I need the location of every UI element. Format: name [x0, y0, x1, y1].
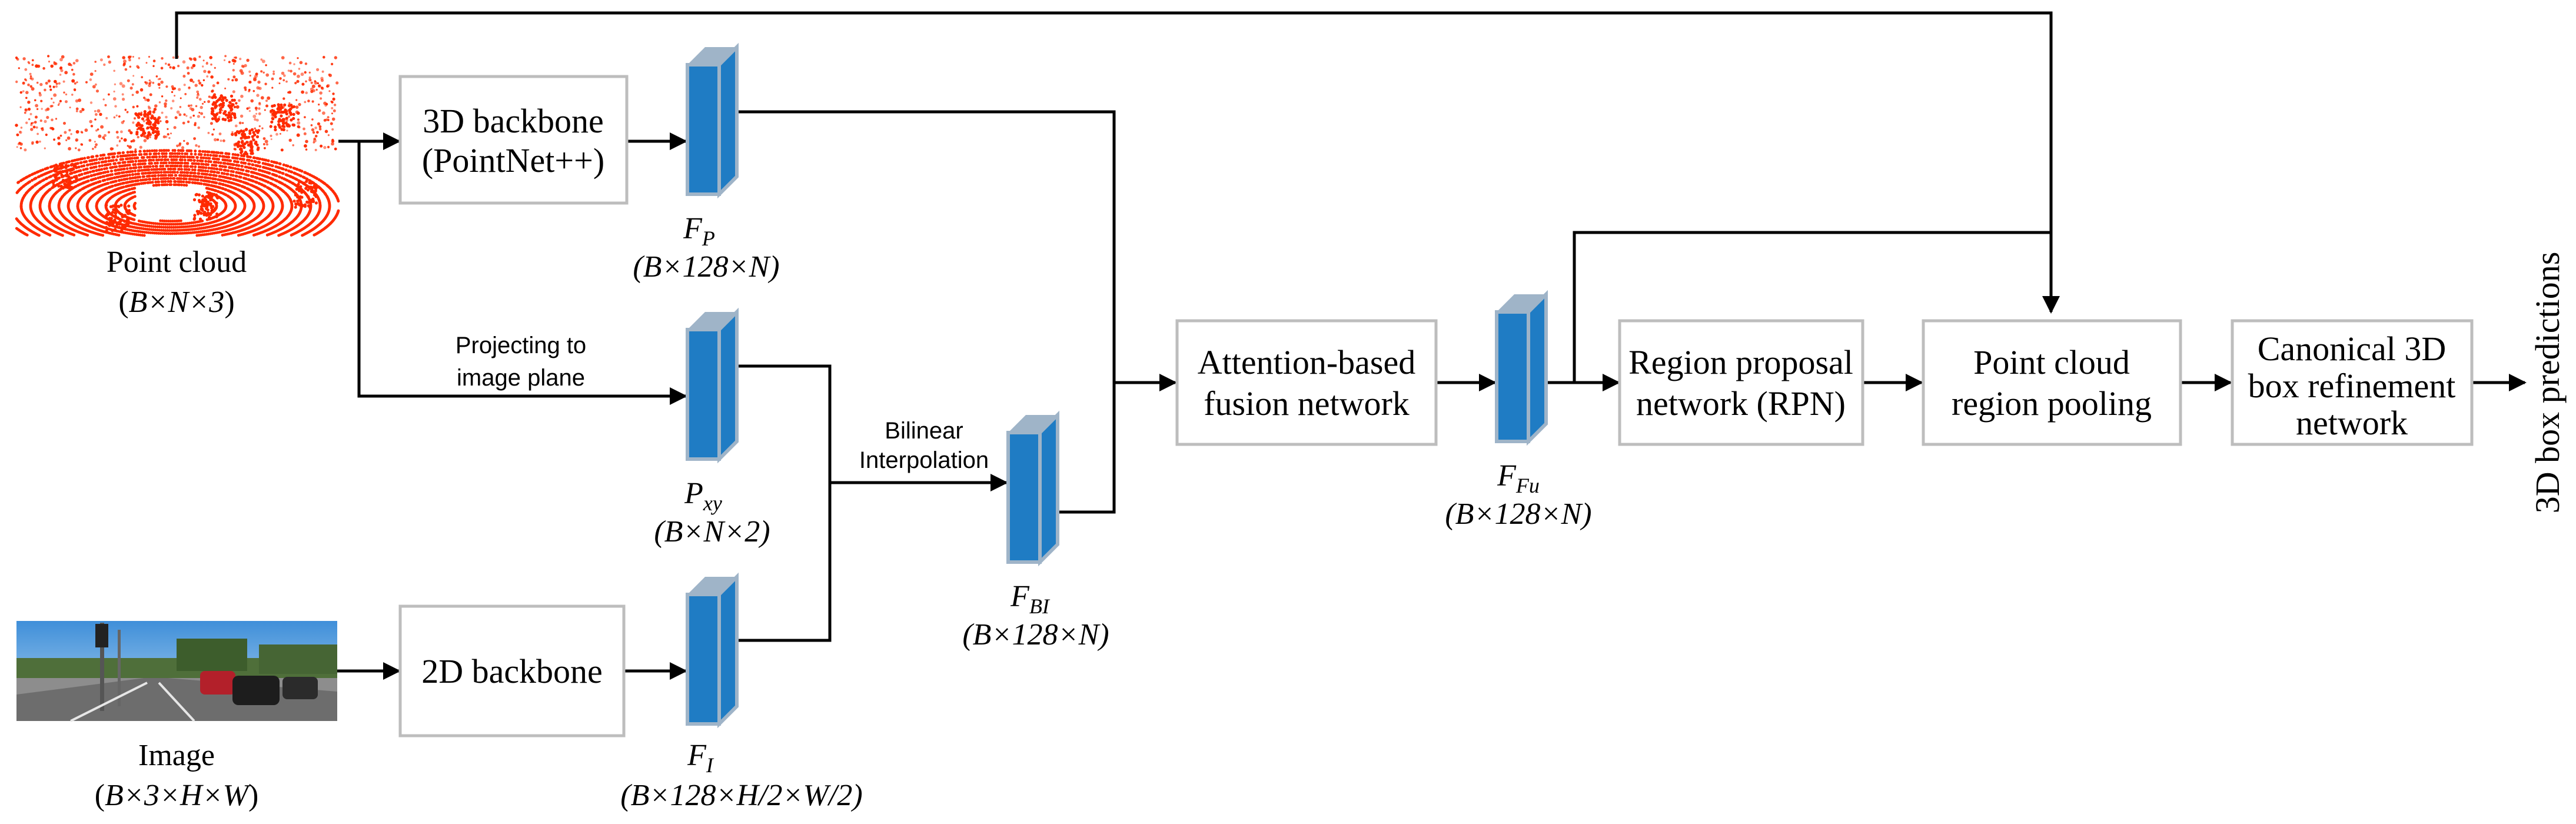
svg-text:Canonical 3D: Canonical 3D	[2258, 330, 2447, 368]
feature-label-fi: FI	[687, 739, 714, 777]
box-region-pooling: Point cloud region pooling	[1922, 319, 2182, 446]
point-cloud-shape: (B×N×3)	[118, 285, 234, 319]
edge-label-projecting-2: image plane	[457, 365, 585, 391]
svg-text:2D backbone: 2D backbone	[421, 652, 603, 690]
feature-label-fbi: FBI	[1010, 580, 1051, 618]
tensor-side-face	[717, 42, 739, 199]
feature-label-fp: FP	[683, 212, 715, 250]
box-fusion-network: Attention-based fusion network	[1175, 319, 1438, 446]
feature-shape-fp: (B×128×N)	[633, 250, 779, 284]
point-cloud-image	[15, 55, 340, 237]
line-pxy-to-bilinear	[721, 364, 832, 642]
output-label: 3D box predictions	[2528, 252, 2567, 514]
edge-label-projecting-1: Projecting to	[456, 333, 586, 358]
skip-line-pointcloud-to-pooling	[175, 11, 2060, 314]
edge-label-bilinear-2: Interpolation	[859, 447, 989, 473]
line-pc-to-projection	[357, 141, 687, 405]
feature-shape-pxy: (B×N×2)	[654, 515, 770, 549]
skip-line-ffu-to-pooling	[1573, 231, 2051, 383]
tensor-front-face	[686, 63, 721, 196]
image-shape: (B×3×H×W)	[95, 779, 259, 812]
feature-shape-fi: (B×128×H/2×W/2)	[620, 779, 862, 812]
svg-text:Region proposal: Region proposal	[1628, 343, 1853, 381]
connectors	[175, 11, 2527, 680]
line-fp-to-fusion	[721, 110, 1116, 514]
feature-label-pxy: Pxy	[684, 477, 722, 515]
box-3d-backbone: 3D backbone (PointNet++)	[398, 75, 629, 205]
feature-shape-fbi: (B×128×N)	[962, 618, 1109, 652]
svg-text:region pooling: region pooling	[1952, 384, 2152, 423]
svg-text:Point cloud: Point cloud	[1973, 343, 2130, 381]
svg-text:network (RPN): network (RPN)	[1636, 384, 1846, 423]
feature-shape-ffu: (B×128×N)	[1445, 497, 1591, 531]
box-rpn: Region proposal network (RPN)	[1618, 319, 1864, 446]
svg-text:Attention-based: Attention-based	[1198, 343, 1415, 381]
feature-tensor-fi	[686, 572, 739, 729]
edge-label-bilinear-1: Bilinear	[885, 418, 963, 444]
point-cloud-label: Point cloud	[107, 245, 247, 279]
svg-text:network: network	[2296, 404, 2408, 442]
box-2d-backbone: 2D backbone	[398, 604, 626, 737]
feature-label-ffu: FFu	[1497, 459, 1540, 497]
svg-text:(PointNet++): (PointNet++)	[422, 141, 604, 180]
image-label: Image	[138, 739, 215, 772]
feature-tensor-fp	[686, 42, 739, 199]
tensor-top-face	[687, 47, 737, 65]
svg-text:box refinement: box refinement	[2248, 367, 2456, 405]
svg-text:3D backbone: 3D backbone	[423, 102, 604, 140]
street-image	[16, 621, 337, 722]
feature-tensor-fbi	[1006, 410, 1059, 567]
feature-tensor-ffu	[1495, 290, 1548, 446]
svg-text:fusion network: fusion network	[1204, 384, 1410, 423]
box-refinement-network: Canonical 3D box refinement network	[2231, 319, 2474, 446]
feature-tensor-pxy	[686, 307, 739, 464]
